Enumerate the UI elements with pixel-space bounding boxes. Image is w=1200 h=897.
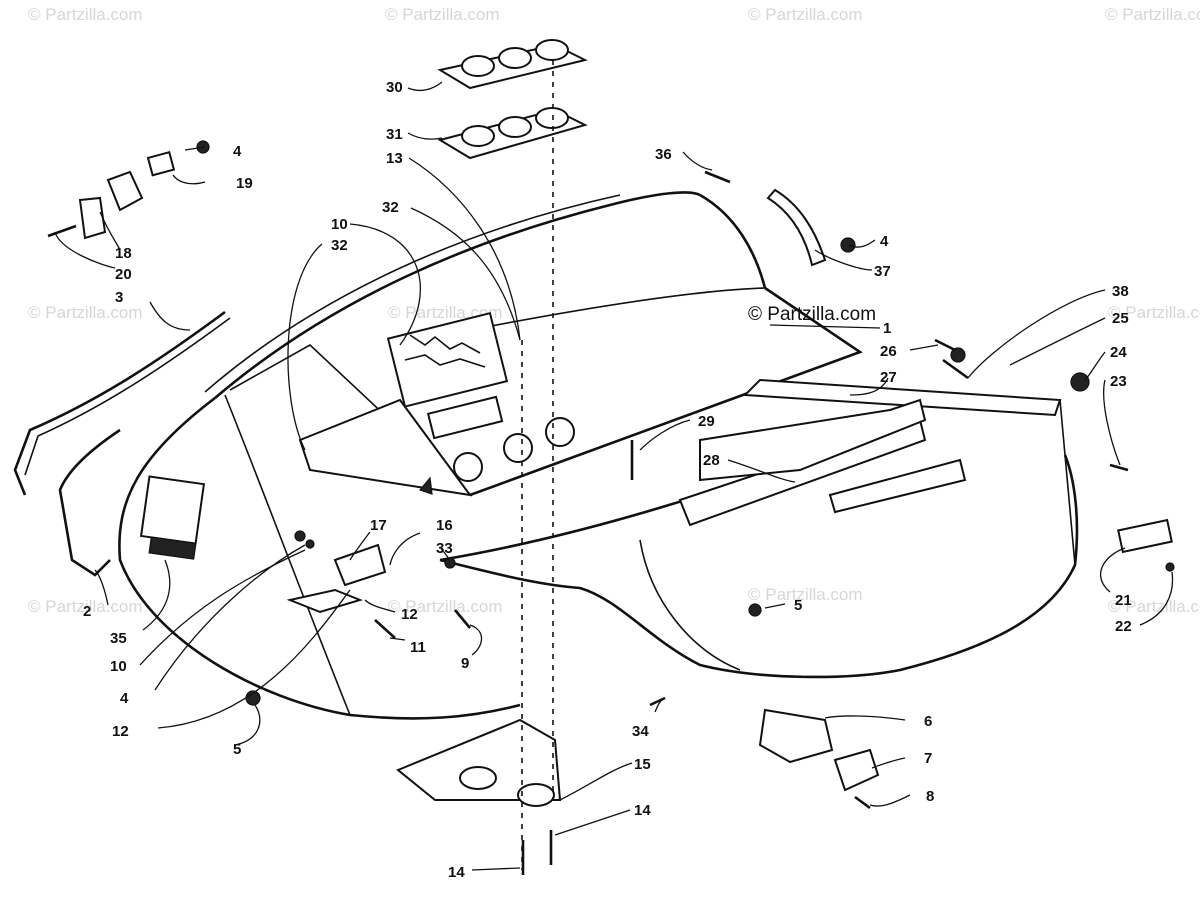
callout-7: 7 <box>924 750 932 767</box>
callout-4: 4 <box>120 690 129 707</box>
callout-31: 31 <box>386 126 403 143</box>
watermark-text: © Partzilla.com <box>388 597 503 616</box>
watermarks: © Partzilla.com © Partzilla.com © Partzi… <box>28 5 1200 616</box>
callout-16: 16 <box>436 517 453 534</box>
callout-4: 4 <box>880 233 889 250</box>
callout-32: 32 <box>331 237 348 254</box>
watermark-text: © Partzilla.com <box>748 5 863 24</box>
callout-18: 18 <box>115 245 132 262</box>
callout-6: 6 <box>924 713 932 730</box>
callout-25: 25 <box>1112 310 1129 327</box>
callout-8: 8 <box>926 788 934 805</box>
callout-27: 27 <box>880 369 897 386</box>
callout-20: 20 <box>115 266 132 283</box>
callout-36: 36 <box>655 146 672 163</box>
callout-14: 14 <box>448 864 465 881</box>
hood-body <box>118 191 1079 720</box>
gauge-plates <box>396 39 588 870</box>
watermark-text: © Partzilla.com <box>748 304 876 325</box>
callout-10: 10 <box>110 658 127 675</box>
callout-29: 29 <box>698 413 715 430</box>
callout-24: 24 <box>1110 344 1127 361</box>
callout-37: 37 <box>874 263 891 280</box>
callout-12: 12 <box>112 723 129 740</box>
callout-35: 35 <box>110 630 127 647</box>
switch-assembly <box>758 708 834 764</box>
callouts: 30 31 13 32 10 32 4 19 18 20 3 36 4 37 3… <box>83 79 1132 881</box>
callout-26: 26 <box>880 343 897 360</box>
watermark-text: © Partzilla.com <box>28 303 143 322</box>
callout-14: 14 <box>634 802 651 819</box>
callout-3: 3 <box>115 289 123 306</box>
callout-15: 15 <box>634 756 651 773</box>
callout-10: 10 <box>331 216 348 233</box>
callout-5: 5 <box>794 597 802 614</box>
callout-21: 21 <box>1115 592 1132 609</box>
callout-4: 4 <box>233 143 242 160</box>
callout-33: 33 <box>436 540 453 557</box>
callout-9: 9 <box>461 655 469 672</box>
callout-12: 12 <box>401 606 418 623</box>
callout-30: 30 <box>386 79 403 96</box>
callout-32: 32 <box>382 199 399 216</box>
watermark-text: © Partzilla.com <box>28 5 143 24</box>
callout-5: 5 <box>233 741 241 758</box>
callout-23: 23 <box>1110 373 1127 390</box>
watermark-text: © Partzilla.com <box>1108 597 1200 616</box>
callout-1: 1 <box>883 320 891 337</box>
arrow-marker <box>418 476 433 495</box>
callout-22: 22 <box>1115 618 1132 635</box>
callout-11: 11 <box>410 639 426 656</box>
watermark-text: © Partzilla.com <box>748 585 863 604</box>
hinge-bracket <box>333 543 387 587</box>
gauge-panel <box>386 312 509 408</box>
watermark-text: © Partzilla.com <box>28 597 143 616</box>
callout-13: 13 <box>386 150 403 167</box>
callout-17: 17 <box>370 517 387 534</box>
callout-2: 2 <box>83 603 91 620</box>
watermark-text: © Partzilla.com <box>385 5 500 24</box>
callout-38: 38 <box>1112 283 1129 300</box>
watermark-text: © Partzilla.com <box>1105 5 1200 24</box>
trim-parts <box>13 188 1062 577</box>
leader-lines <box>54 81 1174 871</box>
hardware <box>47 140 1175 875</box>
watermark-text: © Partzilla.com <box>1108 303 1200 322</box>
callout-19: 19 <box>236 175 253 192</box>
callout-34: 34 <box>632 723 649 740</box>
callout-28: 28 <box>703 452 720 469</box>
